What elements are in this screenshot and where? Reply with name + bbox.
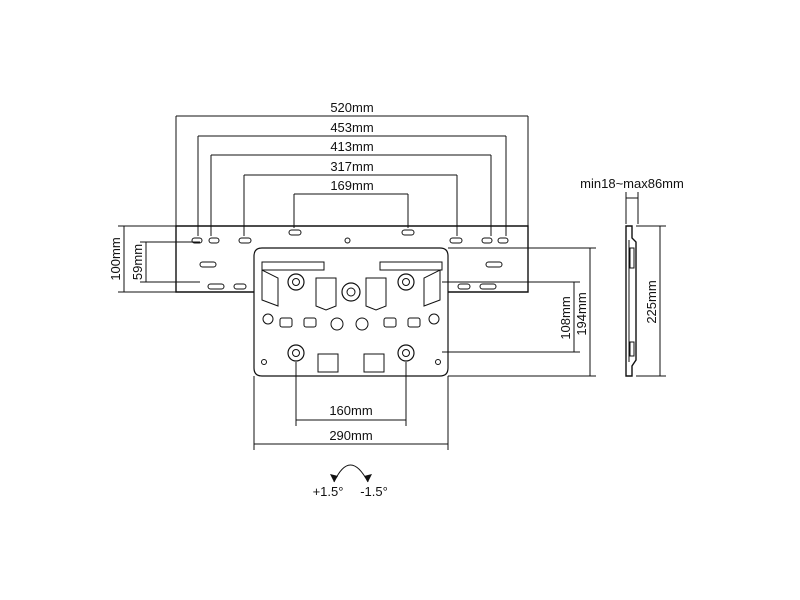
- tilt-minus: -1.5°: [360, 484, 388, 499]
- dim-317: 317mm: [330, 159, 373, 174]
- side-view-bracket: [625, 192, 666, 377]
- dim-169: 169mm: [330, 178, 373, 193]
- height-dimensions-left: [118, 225, 200, 293]
- dim-453: 453mm: [330, 120, 373, 135]
- height-dimensions-right: [442, 247, 596, 377]
- width-dimensions-bottom: [253, 362, 449, 450]
- dim-160: 160mm: [329, 403, 372, 418]
- tilt-arc-arrows-icon: [330, 464, 372, 483]
- dim-194: 194mm: [574, 292, 589, 335]
- dim-290: 290mm: [329, 428, 372, 443]
- dim-413: 413mm: [330, 139, 373, 154]
- tilt-plus: +1.5°: [313, 484, 344, 499]
- width-dimensions-top: [175, 115, 529, 236]
- dim-100: 100mm: [108, 237, 123, 280]
- dim-59: 59mm: [130, 244, 145, 280]
- mounting-rail: [175, 225, 529, 293]
- tv-plate: [253, 247, 449, 377]
- dim-520: 520mm: [330, 100, 373, 115]
- dim-225: 225mm: [644, 280, 659, 323]
- dim-depth: min18~max86mm: [580, 176, 684, 191]
- dim-108: 108mm: [558, 296, 573, 339]
